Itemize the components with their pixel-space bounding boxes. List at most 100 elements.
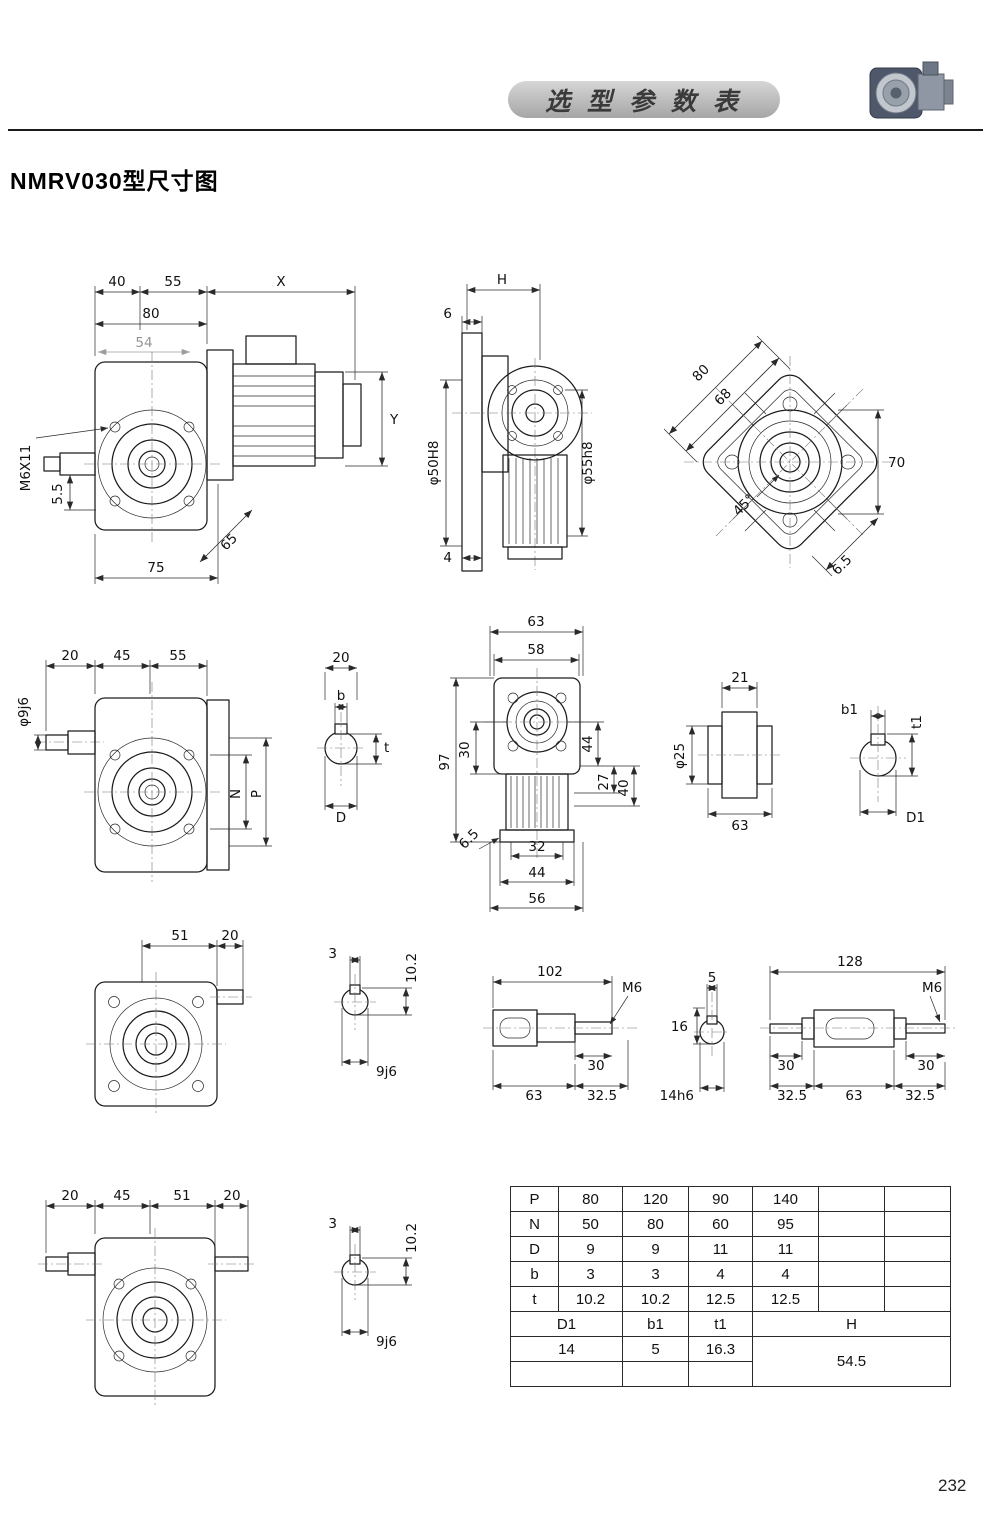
dim-label-6-5: 6.5: [456, 826, 483, 853]
dim-label-h: H: [497, 272, 507, 288]
dim-label-32-5: 32.5: [587, 1088, 617, 1104]
view-side-both-shafts: 20 45 51 20: [38, 1188, 256, 1408]
dim-label-m6: M6: [622, 980, 642, 996]
dim-label-44-bottom: 44: [528, 865, 545, 881]
dim-label-b: b: [337, 688, 346, 704]
row-label: N: [510, 1211, 559, 1237]
dim-label-9j6: 9j6: [376, 1064, 397, 1080]
cell: 11: [688, 1236, 753, 1262]
parameter-table: P 80 120 90 140 N 50 80 60 95 D 9 9: [510, 1186, 951, 1387]
dim-label-3: 3: [328, 1216, 337, 1232]
dim-label-56: 56: [528, 891, 545, 907]
dim-label-x: X: [276, 274, 285, 290]
dim-label-10-2: 10.2: [404, 1223, 420, 1253]
row-label: t: [510, 1286, 559, 1312]
cell: 80: [558, 1186, 623, 1212]
cell: 9: [622, 1236, 689, 1262]
dim-label-30-left: 30: [777, 1058, 794, 1074]
dim-label-y: Y: [389, 412, 399, 428]
dim-label-3: 3: [328, 946, 337, 962]
cell: 11: [752, 1236, 819, 1262]
row-label-d1: D1: [510, 1311, 623, 1337]
header-divider: [8, 129, 983, 131]
table-row: P 80 120 90 140: [510, 1186, 951, 1212]
dim-label-d1: D1: [906, 810, 925, 826]
dim-label-14h6: 14h6: [660, 1088, 694, 1104]
table-row: N 50 80 60 95: [510, 1211, 951, 1237]
dim-label-phi50h8: φ50H8: [426, 441, 442, 486]
dim-label-16: 16: [671, 1019, 688, 1035]
dim-label-20-right: 20: [223, 1188, 240, 1204]
cell: [884, 1211, 951, 1237]
cell: 120: [622, 1186, 689, 1212]
cell: 90: [688, 1186, 753, 1212]
cell: [818, 1236, 885, 1262]
row-label: P: [510, 1186, 559, 1212]
dim-label-6-5: 6.5: [829, 552, 856, 579]
cell: [818, 1186, 885, 1212]
view-key-section-9j6-a: 3 10.2 9j6: [328, 946, 420, 1080]
dim-label-30: 30: [457, 741, 473, 758]
page-title: NMRV030型尺寸图: [10, 168, 219, 194]
dim-label-40: 40: [616, 779, 632, 796]
dim-label-55: 55: [169, 648, 186, 664]
cell: 10.2: [558, 1286, 623, 1312]
table-row: D1 b1 t1 H: [510, 1311, 951, 1337]
cell-t1: 16.3: [688, 1336, 753, 1362]
table-row: [510, 1361, 951, 1387]
dim-label-phi25: φ25: [672, 743, 688, 769]
cell: 95: [752, 1211, 819, 1237]
view-output-bore-section: b1 t1 D1: [841, 702, 925, 826]
cell: [884, 1261, 951, 1287]
row-label: D: [510, 1236, 559, 1262]
view-side-input-shaft: 20 45 55 φ9j6 N P: [16, 648, 272, 882]
cell: 10.2: [622, 1286, 689, 1312]
table-row: 14 5 16.3 54.5: [510, 1336, 951, 1387]
cell-empty: [688, 1361, 753, 1387]
dim-label-21: 21: [731, 670, 748, 686]
dim-label-45deg: 45°: [730, 491, 758, 519]
cell: 80: [622, 1211, 689, 1237]
dim-label-4: 4: [443, 550, 452, 566]
table-row: t 10.2 10.2 12.5 12.5: [510, 1286, 951, 1312]
dim-label-65: 65: [217, 530, 240, 553]
dim-label-32: 32: [528, 839, 545, 855]
dim-label-80: 80: [689, 361, 712, 384]
dim-label-102: 102: [537, 964, 563, 980]
dim-label-phi55h8: φ55h8: [580, 441, 596, 484]
cell: 9: [558, 1236, 623, 1262]
dim-label-70: 70: [888, 455, 905, 471]
row-label: b: [510, 1261, 559, 1287]
cell: 3: [558, 1261, 623, 1287]
dim-label-b1: b1: [841, 702, 858, 718]
dim-label-m6: M6: [922, 980, 942, 996]
cell: 12.5: [752, 1286, 819, 1312]
dim-label-20: 20: [221, 928, 238, 944]
dim-label-t1: t1: [909, 715, 925, 729]
row-label-h: H: [752, 1311, 951, 1337]
cell-h: 54.5: [752, 1336, 951, 1387]
view-key-section-14h6: 5 16 14h6: [660, 970, 730, 1104]
cell: [884, 1286, 951, 1312]
dim-label-54: 54: [135, 335, 152, 351]
page-number: 232: [938, 1476, 967, 1495]
cell: [884, 1236, 951, 1262]
cell: 4: [752, 1261, 819, 1287]
dim-label-40: 40: [108, 274, 125, 290]
cell-empty: [622, 1361, 689, 1387]
cell: [818, 1286, 885, 1312]
dim-label-9j6: 9j6: [376, 1334, 397, 1350]
dim-label-55: 55: [164, 274, 181, 290]
view-flange-rotated: 80 68 70 45° 6.5: [663, 335, 905, 579]
cell-empty: [510, 1361, 623, 1387]
dim-label-63: 63: [525, 1088, 542, 1104]
dim-label-128: 128: [837, 954, 863, 970]
header-title: 选 型 参 数 表: [545, 87, 743, 116]
view-side-with-motor: 40 55 X 80 54 M6X11 5.5 75 65 Y: [18, 274, 399, 584]
dim-label-27: 27: [596, 773, 612, 790]
cell: 140: [752, 1186, 819, 1212]
dim-label-44-right: 44: [580, 735, 596, 752]
dim-label-45: 45: [113, 1188, 130, 1204]
dim-54-faint: 54: [98, 335, 190, 356]
